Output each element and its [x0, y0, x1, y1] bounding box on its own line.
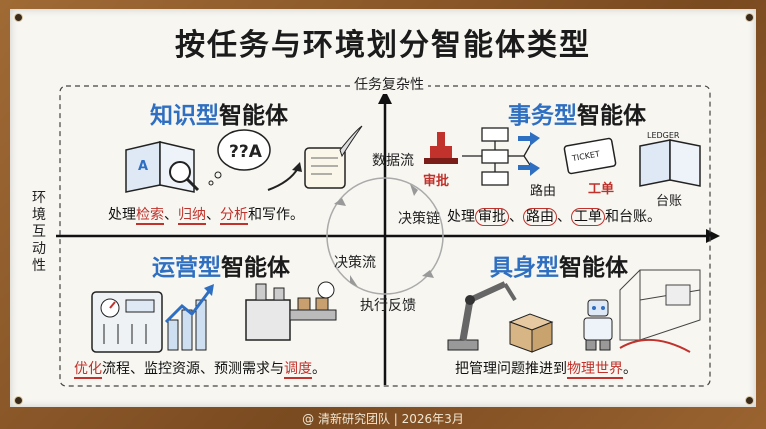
transaction-agent-desc: 处理审批、路由、工单和台账。	[447, 206, 661, 226]
approve-stamp-icon	[424, 132, 458, 164]
ticket-label: 工单	[588, 178, 614, 197]
trend-chart-icon	[166, 284, 214, 350]
transaction-agent-title: 事务型智能体	[508, 96, 646, 130]
open-book-magnifier-icon: A	[126, 142, 198, 192]
footer-credit: @ 清新研究团队 | 2026年3月	[0, 410, 766, 427]
y-axis-label: 任务复杂性	[350, 74, 428, 94]
approve-label: 审批	[423, 170, 449, 189]
scroll-quill-icon	[305, 126, 362, 188]
robot-arm-icon	[448, 284, 515, 350]
data-flow-label: 数据流	[372, 150, 414, 170]
factory-icon	[246, 282, 336, 340]
question-bubble-icon: ??A	[209, 130, 270, 185]
decision-flow-label: 决策流	[334, 252, 376, 272]
x-axis-label: 环境互动性	[31, 190, 47, 275]
knowledge-agent-desc: 处理检索、归纳、分析和写作。	[108, 204, 304, 224]
control-panel-icon	[92, 292, 162, 352]
embodied-agent-desc: 把管理问题推进到物理世界。	[455, 358, 637, 378]
operations-agent-desc: 优化流程、监控资源、预测需求与调度。	[74, 358, 326, 378]
package-box-icon	[510, 314, 552, 352]
robot-icon	[584, 300, 612, 350]
ledger-icon: LEDGER	[640, 131, 700, 186]
embodied-agent-title: 具身型智能体	[490, 248, 628, 282]
svg-text:??A: ??A	[229, 142, 263, 162]
ledger-text: LEDGER	[647, 131, 680, 140]
operations-agent-title: 运营型智能体	[152, 248, 290, 282]
ticket-icon: TICKET	[564, 138, 616, 174]
decision-chain-label: 决策链	[398, 208, 440, 228]
execution-feedback-label: 执行反馈	[360, 295, 416, 315]
warehouse-shelves-icon	[620, 270, 700, 352]
route-label: 路由	[530, 180, 556, 199]
svg-text:A: A	[138, 159, 148, 174]
knowledge-agent-title: 知识型智能体	[150, 96, 288, 130]
